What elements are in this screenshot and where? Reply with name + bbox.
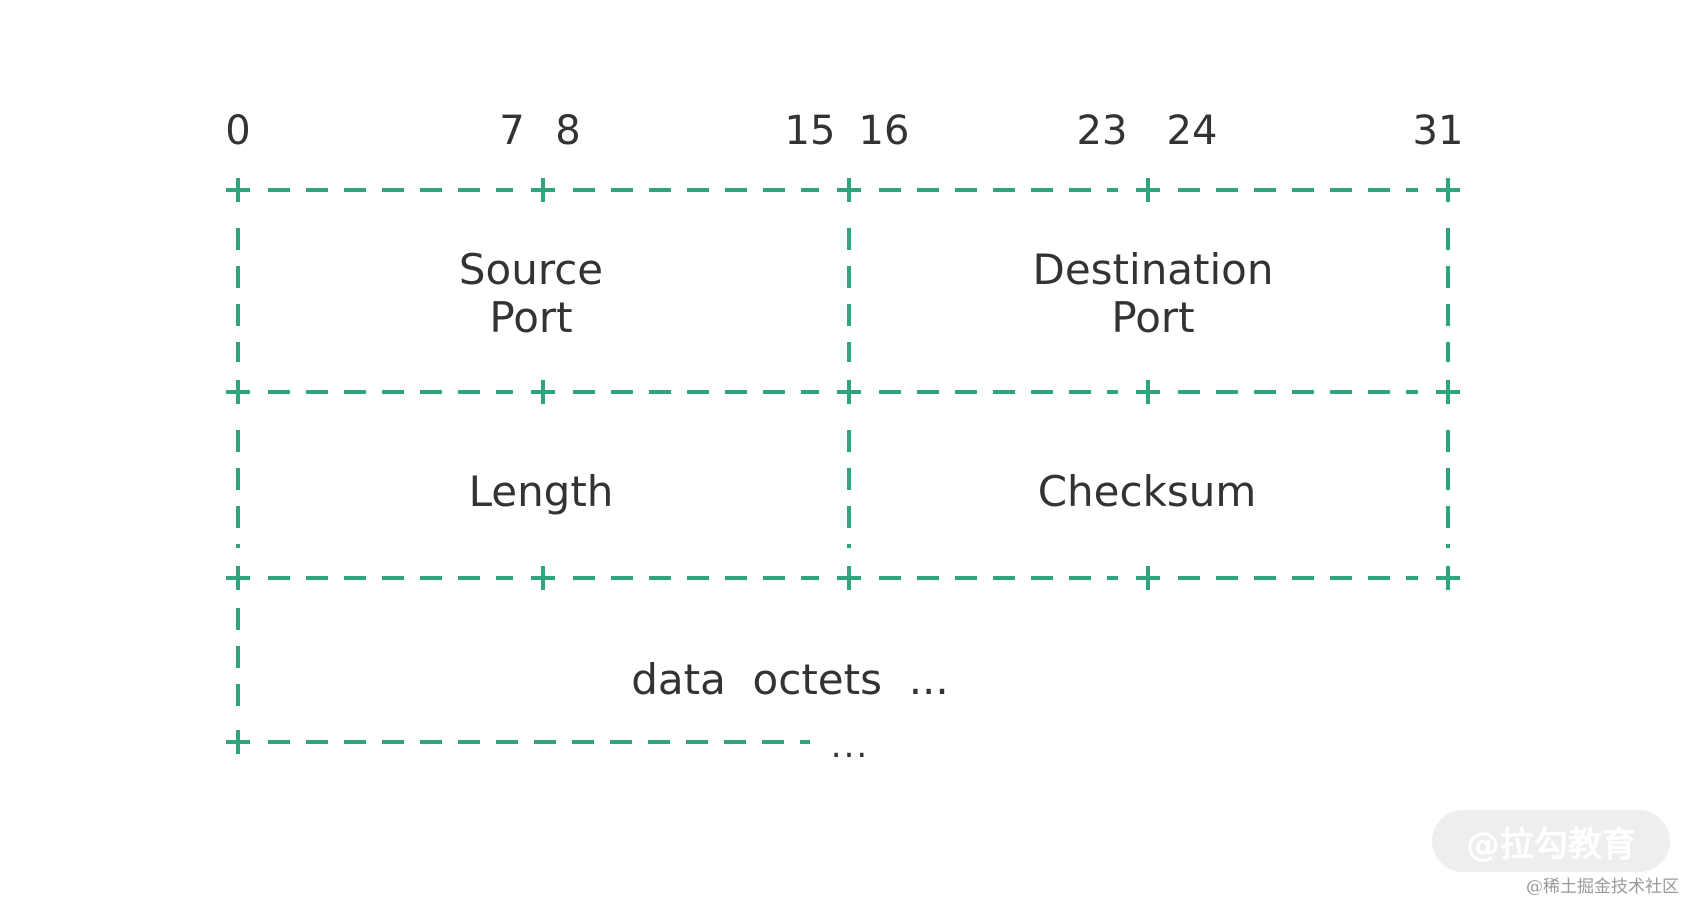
- bit-label-7: 7: [499, 108, 525, 154]
- grid-plus-marker: [226, 730, 250, 754]
- grid-plus-marker: [1436, 178, 1460, 202]
- grid-plus-marker: [1136, 566, 1160, 590]
- grid-plus-marker: [837, 178, 861, 202]
- grid-plus-marker: [531, 566, 555, 590]
- bit-label-24: 24: [1166, 108, 1218, 154]
- data-octets-field: data octets ...: [631, 655, 949, 704]
- bit-label-23: 23: [1076, 108, 1128, 154]
- grid-plus-marker: [1136, 178, 1160, 202]
- bit-label-31: 31: [1412, 108, 1464, 154]
- destination-port-field: Destination Port: [1032, 245, 1274, 343]
- bit-label-16: 16: [858, 108, 910, 154]
- bit-label-8: 8: [555, 108, 581, 154]
- watermark-credit: @稀土掘金技术社区: [1526, 877, 1679, 897]
- grid-plus-marker: [531, 178, 555, 202]
- grid-plus-marker: [531, 380, 555, 404]
- grid-plus-marker: [1136, 380, 1160, 404]
- bit-label-0: 0: [225, 108, 251, 154]
- continuation-ellipsis: ...: [830, 726, 870, 766]
- grid-plus-marker: [1436, 566, 1460, 590]
- source-port-field: Source Port: [458, 245, 604, 343]
- length-field: Length: [468, 467, 614, 516]
- grid-plus-marker: [226, 566, 250, 590]
- grid-plus-marker: [226, 380, 250, 404]
- grid-plus-marker: [837, 566, 861, 590]
- bit-label-15: 15: [784, 108, 836, 154]
- grid-plus-marker: [1436, 380, 1460, 404]
- grid-plus-marker: [837, 380, 861, 404]
- grid-plus-marker: [226, 178, 250, 202]
- watermark-badge: @拉勾教育: [1432, 810, 1670, 872]
- checksum-field: Checksum: [1037, 467, 1257, 516]
